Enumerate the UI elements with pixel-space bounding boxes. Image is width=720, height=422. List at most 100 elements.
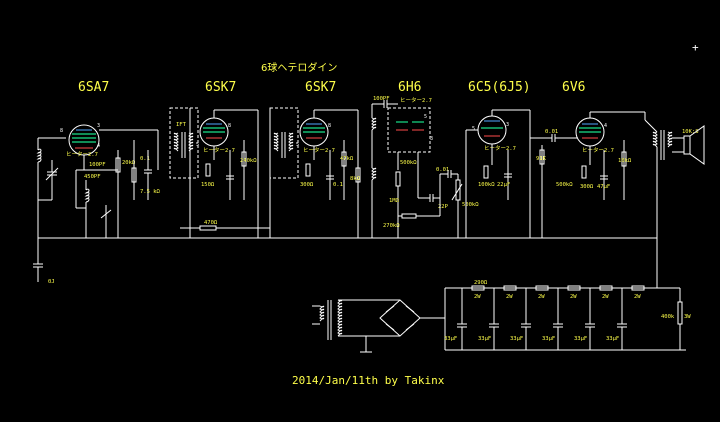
- svg-text:150Ω: 150Ω: [201, 182, 215, 188]
- svg-text:5: 5: [424, 114, 427, 120]
- filter-resistor-label: 2W: [634, 294, 641, 300]
- bleeder-resistor: 400k 3W: [661, 288, 691, 351]
- filter-resistor: [535, 285, 549, 291]
- svg-text:500kΩ: 500kΩ: [462, 202, 479, 208]
- svg-text:7.5 kΩ: 7.5 kΩ: [140, 189, 161, 195]
- det-coil-top: [371, 117, 377, 131]
- svg-text:300Ω: 300Ω: [580, 184, 594, 190]
- ift-1-primary: [173, 132, 179, 152]
- speaker-cone-icon: [689, 125, 705, 165]
- filter-cap-label: 33μF: [444, 336, 457, 342]
- filter-resistor: [503, 285, 517, 291]
- filter-cap-label: 33μF: [574, 336, 587, 342]
- filter-resistor-label: 2W: [602, 294, 609, 300]
- svg-text:ヒーター2.7: ヒーター2.7: [203, 146, 235, 154]
- power-transformer-primary: [319, 305, 325, 322]
- antenna-coil: [36, 148, 42, 163]
- svg-text:5: 5: [472, 126, 475, 132]
- tube-label-6: 6V6: [562, 80, 585, 95]
- svg-text:ヒーター2.7: ヒーター2.7: [582, 146, 614, 154]
- filter-resistor-label: 2W: [506, 294, 513, 300]
- svg-text:ヒーター2.7: ヒーター2.7: [400, 96, 432, 104]
- svg-text:3W: 3W: [684, 314, 691, 320]
- svg-text:8: 8: [328, 123, 331, 129]
- tube-label-5: 6C5(6J5): [468, 80, 531, 95]
- svg-text:ヒーター2.7: ヒーター2.7: [66, 150, 98, 158]
- tube-6c5: [477, 115, 507, 145]
- svg-text:8: 8: [228, 123, 231, 129]
- power-supply: 290Ω: [312, 280, 680, 353]
- svg-text:290Ω: 290Ω: [474, 280, 488, 286]
- svg-text:0J: 0J: [48, 279, 55, 285]
- filter-cap-label: 33μF: [542, 336, 555, 342]
- svg-text:100PF: 100PF: [373, 96, 390, 102]
- svg-text:500kΩ: 500kΩ: [400, 160, 417, 166]
- tube-6h6: [387, 107, 431, 153]
- svg-text:100kΩ: 100kΩ: [478, 182, 495, 188]
- svg-text:300Ω: 300Ω: [300, 182, 314, 188]
- filter-resistor-label: 2W: [570, 294, 577, 300]
- stage-if1: IFT 8 5 ヒーター2.7 150Ω 240kΩ 470Ω: [169, 107, 270, 239]
- svg-text:3: 3: [430, 136, 433, 142]
- tube-label-3: 6SK7: [305, 80, 336, 95]
- stage-detector: 100PF 5 3 ヒーター2.7 500kΩ 1MΩ 22P 270kΩ 0.…: [371, 96, 479, 239]
- speaker-icon: [683, 135, 691, 155]
- svg-text:1MΩ: 1MΩ: [389, 198, 400, 204]
- filter-resistor: [471, 285, 485, 291]
- cursor-crosshair-icon: +: [692, 41, 699, 54]
- filter-resistor-label: 2W: [474, 294, 481, 300]
- svg-text:240kΩ: 240kΩ: [240, 158, 257, 164]
- svg-text:3: 3: [97, 123, 100, 129]
- det-coil-bottom: [371, 167, 377, 181]
- svg-text:500kΩ: 500kΩ: [556, 182, 573, 188]
- filter-resistor: [599, 285, 613, 291]
- osc-coil: [84, 188, 90, 203]
- tube-label-1: 6SA7: [78, 80, 109, 95]
- svg-text:0.01: 0.01: [436, 167, 449, 173]
- svg-text:20kΩ: 20kΩ: [122, 160, 136, 166]
- tube-label-2: 6SK7: [205, 80, 236, 95]
- svg-text:5: 5: [296, 142, 299, 148]
- stage-if2: 8 5 ヒーター2.7 300Ω 0.1 47kΩ 8kΩ: [269, 107, 372, 239]
- svg-text:0.1: 0.1: [140, 156, 150, 162]
- svg-text:8kΩ: 8kΩ: [350, 176, 361, 182]
- svg-text:5: 5: [196, 142, 199, 148]
- svg-text:4: 4: [604, 123, 607, 129]
- svg-text:0.1: 0.1: [333, 182, 343, 188]
- tube-label-4: 6H6: [398, 80, 421, 95]
- ift-1-can: [169, 107, 199, 179]
- filter-resistor: [567, 285, 581, 291]
- filter-resistor-label: 2W: [538, 294, 545, 300]
- svg-text:0.01: 0.01: [545, 129, 558, 135]
- stage-audio-amp: 5 3 ヒーター2.7 100kΩ 22μF: [465, 109, 542, 239]
- ift-1-secondary: [188, 132, 194, 152]
- svg-text:22P: 22P: [438, 204, 449, 210]
- ift-2-primary: [273, 132, 279, 152]
- svg-text:IFT: IFT: [176, 122, 187, 128]
- filter-cap-label: 33μF: [478, 336, 491, 342]
- svg-text:10K:8: 10K:8: [682, 129, 699, 135]
- svg-text:47μF: 47μF: [597, 184, 610, 190]
- svg-text:100PF: 100PF: [89, 162, 106, 168]
- ift-2-secondary: [288, 132, 294, 152]
- svg-text:8: 8: [60, 128, 63, 134]
- output-transformer-primary: [652, 131, 658, 148]
- svg-text:47kΩ: 47kΩ: [340, 156, 354, 162]
- svg-text:3: 3: [506, 122, 509, 128]
- bridge-rectifier: [379, 299, 421, 337]
- footer-signature: 2014/Jan/11th by Takinx: [292, 374, 445, 387]
- svg-text:10kΩ: 10kΩ: [618, 158, 632, 164]
- svg-text:22μF: 22μF: [497, 182, 510, 188]
- svg-text:4: 4: [97, 143, 100, 149]
- svg-text:ヒーター2.7: ヒーター2.7: [303, 146, 335, 154]
- stage-output: 0.01 91K 4 ヒーター2.7 500kΩ 300Ω 47μF 10kΩ: [530, 111, 705, 288]
- filter-cap-label: 33μF: [510, 336, 523, 342]
- output-transformer-secondary: [667, 131, 673, 148]
- svg-text:400k: 400k: [661, 314, 675, 320]
- svg-text:270kΩ: 270kΩ: [383, 223, 400, 229]
- stage-converter: 8 3 4 ヒーター2.7 100PF 450PF 20kΩ 0.1 7.5 k…: [33, 123, 190, 285]
- svg-text:ヒーター2.7: ヒーター2.7: [484, 144, 516, 152]
